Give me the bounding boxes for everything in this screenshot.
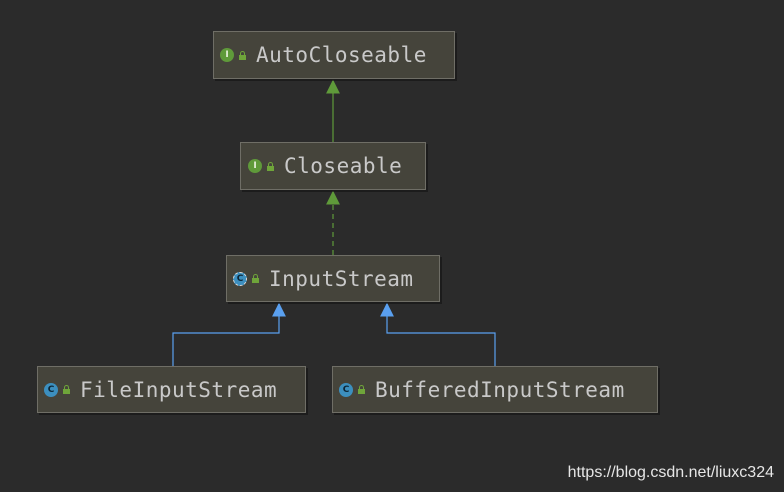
edge-fileinputstream-to-inputstream — [172, 302, 286, 366]
node-label: Closeable — [284, 154, 403, 178]
abstract-class-icon: C — [233, 271, 247, 286]
lock-icon — [63, 385, 70, 394]
node-bufferedinputstream[interactable]: C BufferedInputStream — [332, 366, 658, 413]
node-label: AutoCloseable — [256, 43, 427, 67]
node-closeable[interactable]: I Closeable — [240, 142, 426, 190]
node-fileinputstream[interactable]: C FileInputStream — [37, 366, 306, 413]
edge-bufferedinputstream-to-inputstream — [380, 302, 496, 366]
lock-icon — [358, 385, 365, 394]
class-icon: C — [44, 382, 58, 397]
node-inputstream[interactable]: C InputStream — [226, 255, 440, 302]
watermark: https://blog.csdn.net/liuxc324 — [567, 464, 774, 481]
lock-icon — [252, 274, 259, 283]
lock-icon — [267, 161, 274, 171]
lock-icon — [239, 50, 246, 60]
interface-icon: I — [248, 159, 262, 173]
class-icon: C — [339, 382, 353, 397]
interface-icon: I — [220, 48, 234, 62]
node-label: BufferedInputStream — [375, 377, 625, 402]
node-autocloseable[interactable]: I AutoCloseable — [213, 31, 455, 79]
node-label: InputStream — [269, 266, 414, 291]
node-label: FileInputStream — [80, 377, 278, 402]
